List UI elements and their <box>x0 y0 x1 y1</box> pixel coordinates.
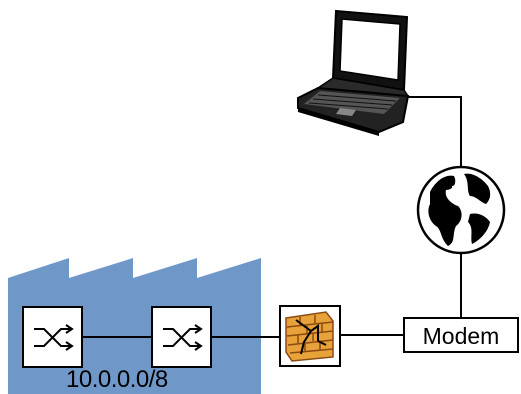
network-address-label: 10.0.0.0/8 <box>66 366 168 393</box>
switch-icon <box>151 306 212 368</box>
connections <box>83 96 462 338</box>
modem-label: Modem <box>422 323 500 349</box>
switch-icon <box>22 306 83 368</box>
link-globe-laptop <box>402 96 462 167</box>
globe-icon <box>416 165 506 255</box>
firewall-icon <box>279 305 341 367</box>
modem-icon <box>403 317 519 353</box>
laptop-icon <box>297 9 410 136</box>
